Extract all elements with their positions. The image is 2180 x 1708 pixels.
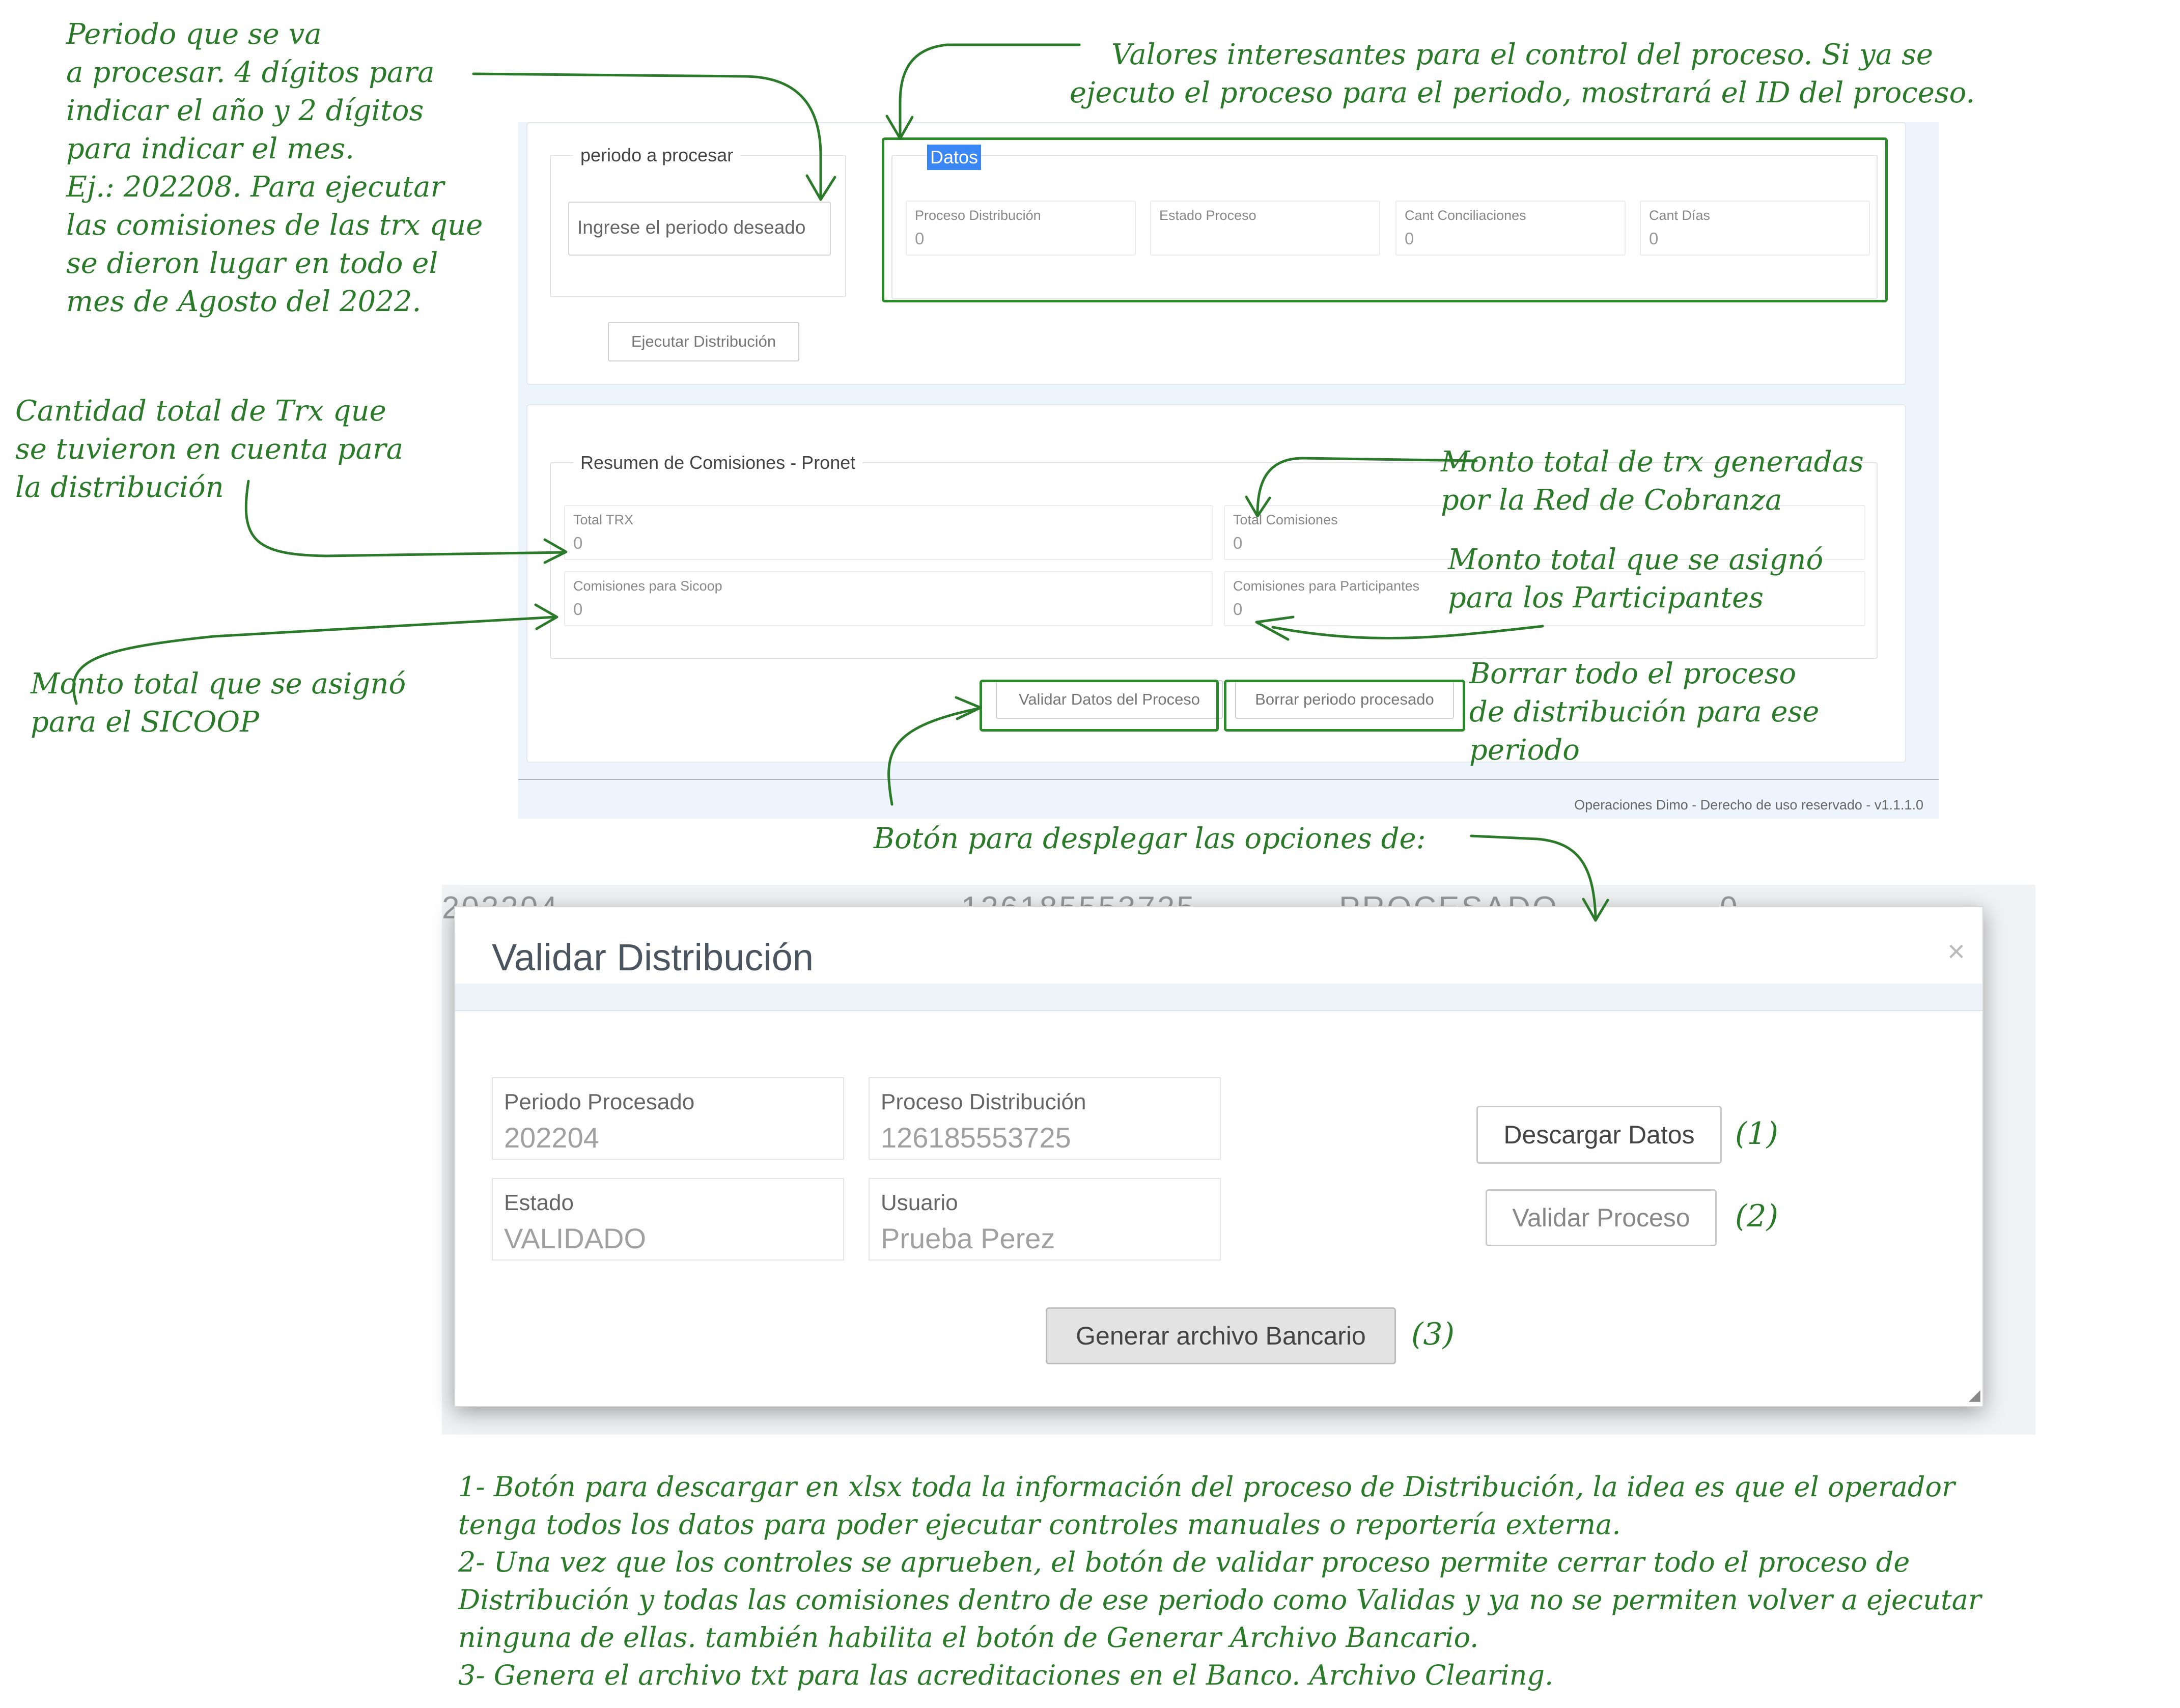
field-value: 0: [1233, 534, 1243, 552]
validar-datos-button[interactable]: Validar Datos del Proceso: [996, 680, 1223, 719]
datos-fieldset: Datos Proceso Distribución 0 Estado Proc…: [891, 145, 1878, 299]
ejecutar-distribucion-button[interactable]: Ejecutar Distribución: [608, 322, 799, 361]
borrar-highlight: [1224, 680, 1465, 732]
datos-legend: Datos: [927, 145, 982, 170]
datos-highlight: [882, 137, 1888, 302]
proceso-distribucion-field: Proceso Distribución 126185553725: [869, 1077, 1221, 1160]
note-boton-opciones: Botón para desplegar las opciones de:: [874, 822, 1426, 855]
field-value: 0: [1405, 229, 1414, 248]
number-3-label: (3): [1411, 1317, 1455, 1352]
periodo-input[interactable]: Ingrese el periodo deseado: [568, 202, 831, 256]
close-icon[interactable]: ×: [1947, 934, 1965, 968]
note-borrar: Borrar todo el proceso de distribución p…: [1469, 657, 1820, 767]
generar-archivo-bancario-button[interactable]: Generar archivo Bancario: [1046, 1307, 1396, 1364]
field-value: VALIDADO: [504, 1222, 647, 1254]
field-value: 0: [573, 600, 583, 619]
note-monto-sicoop: Monto total que se asignó para el SICOOP: [31, 667, 406, 739]
field-label: Comisiones para Participantes: [1233, 578, 1420, 594]
footer-text: Operaciones Dimo - Derecho de uso reserv…: [1574, 797, 1923, 813]
field-label: Comisiones para Sicoop: [573, 578, 722, 594]
field-value: 126185553725: [881, 1122, 1071, 1154]
total-trx-field: Total TRX 0: [564, 505, 1213, 560]
validar-highlight: [980, 680, 1219, 732]
note-monto-participantes: Monto total que se asignó para los Parti…: [1448, 543, 1824, 614]
field-label: Total TRX: [573, 512, 634, 527]
field-label: Total Comisiones: [1233, 512, 1338, 527]
comisiones-participantes-field: Comisiones para Participantes 0: [1224, 571, 1865, 626]
field-label: Proceso Distribución: [881, 1089, 1086, 1114]
number-2-label: (2): [1735, 1198, 1778, 1234]
field-value: 0: [573, 534, 583, 552]
descargar-datos-button[interactable]: Descargar Datos: [1476, 1106, 1722, 1164]
note-periodo: Periodo que se va a procesar. 4 dígitos …: [66, 18, 483, 318]
proceso-distribucion-field: Proceso Distribución 0: [906, 201, 1136, 256]
usuario-field: Usuario Prueba Perez: [869, 1178, 1221, 1261]
resumen-legend: Resumen de Comisiones - Pronet: [573, 452, 863, 473]
periodo-procesado-field: Periodo Procesado 202204: [492, 1077, 844, 1160]
note-cantidad-trx: Cantidad total de Trx que se tuvieron en…: [15, 395, 404, 504]
field-label: Periodo Procesado: [504, 1089, 695, 1114]
estado-proceso-field: Estado Proceso: [1150, 201, 1380, 256]
resize-grip-icon[interactable]: ◢: [1968, 1387, 1980, 1404]
footer-divider: [518, 779, 1939, 780]
validar-proceso-button[interactable]: Validar Proceso: [1486, 1189, 1717, 1246]
modal-header-band: [455, 984, 1982, 1011]
note-monto-red: Monto total de trx generadas por la Red …: [1441, 445, 1864, 517]
periodo-legend: periodo a procesar: [573, 145, 741, 166]
field-value: 0: [915, 229, 925, 248]
field-value: Prueba Perez: [881, 1222, 1055, 1254]
field-label: Estado: [504, 1190, 574, 1215]
note-valores: Valores interesantes para el control del…: [1069, 38, 1975, 109]
field-value: 0: [1649, 229, 1659, 248]
field-value: 0: [1233, 600, 1243, 619]
comisiones-sicoop-field: Comisiones para Sicoop 0: [564, 571, 1213, 626]
field-label: Estado Proceso: [1159, 208, 1256, 223]
cant-dias-field: Cant Días 0: [1640, 201, 1870, 256]
field-label: Usuario: [881, 1190, 958, 1215]
cant-conciliaciones-field: Cant Conciliaciones 0: [1395, 201, 1626, 256]
modal-title: Validar Distribución: [492, 936, 814, 978]
note-footnotes: 1- Botón para descargar en xlsx toda la …: [458, 1471, 1981, 1691]
number-1-label: (1): [1735, 1116, 1778, 1152]
app-screenshot: periodo a procesar Ingrese el periodo de…: [518, 122, 1939, 819]
field-label: Proceso Distribución: [915, 208, 1041, 223]
field-label: Cant Días: [1649, 208, 1711, 223]
estado-field: Estado VALIDADO: [492, 1178, 844, 1261]
validar-distribucion-modal: Validar Distribución × Periodo Procesado…: [454, 906, 1983, 1407]
field-label: Cant Conciliaciones: [1405, 208, 1526, 223]
field-value: 202204: [504, 1122, 599, 1154]
periodo-fieldset: periodo a procesar Ingrese el periodo de…: [550, 145, 846, 297]
resumen-card: Resumen de Comisiones - Pronet Total TRX…: [526, 404, 1906, 763]
